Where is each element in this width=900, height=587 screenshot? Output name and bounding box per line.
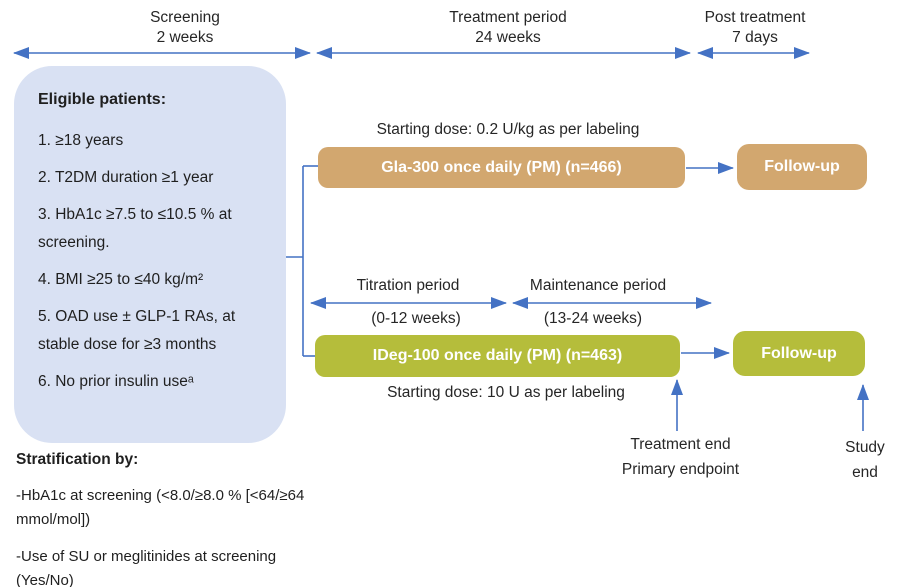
ideg100-arm-label: IDeg-100 once daily (PM) (n=463) (372, 347, 623, 364)
post-treatment-period-duration: 7 days (732, 29, 778, 46)
screening-period-label: Screening 2 weeks (110, 8, 260, 48)
post-treatment-period-label: Post treatment 7 days (680, 8, 830, 48)
treatment-period-duration: 24 weeks (475, 29, 541, 46)
gla300-followup-label: Follow-up (764, 158, 840, 175)
stratification-title: Stratification by: (16, 451, 139, 468)
treatment-period-name: Treatment period (449, 9, 567, 26)
ideg100-followup-box: Follow-up (733, 331, 865, 376)
stratification-section: Stratification by: -HbA1c at screening (… (16, 448, 361, 587)
treatment-end-line2: Primary endpoint (621, 461, 740, 478)
gla300-followup-box: Follow-up (737, 144, 867, 190)
post-treatment-period-name: Post treatment (704, 9, 806, 26)
eligible-patients-box: Eligible patients: 1. ≥18 years 2. T2DM … (14, 66, 286, 443)
ideg100-starting-dose-text: Starting dose: 10 U as per labeling (387, 384, 625, 401)
treatment-end-line1: Treatment end (630, 436, 731, 453)
titration-period-label: Titration period (356, 277, 460, 294)
eligibility-criterion-5: 5. OAD use ± GLP-1 RAs, at stable dose f… (38, 308, 236, 353)
titration-period-range: (0-12 weeks) (371, 310, 461, 327)
screening-period-name: Screening (150, 9, 220, 26)
study-end-line2: end (852, 464, 878, 481)
stratification-item-hba1c: -HbA1c at screening (<8.0/≥8.0 % [<64/≥6… (16, 487, 305, 528)
eligibility-criterion-2: 2. T2DM duration ≥1 year (38, 169, 214, 186)
maintenance-period-label: Maintenance period (529, 277, 667, 294)
screening-period-duration: 2 weeks (156, 29, 214, 46)
maintenance-period-range: (13-24 weeks) (543, 310, 643, 327)
treatment-period-label: Treatment period 24 weeks (423, 8, 593, 48)
eligibility-criterion-3: 3. HbA1c ≥7.5 to ≤10.5 % at screening. (38, 206, 232, 251)
eligibility-criterion-6: 6. No prior insulin useᵃ (38, 373, 194, 390)
study-end-annotation: Study end (826, 435, 900, 485)
eligibility-criterion-1: 1. ≥18 years (38, 132, 124, 149)
eligible-patients-title: Eligible patients: (38, 91, 167, 108)
gla300-starting-dose-text: Starting dose: 0.2 U/kg as per labeling (376, 121, 640, 138)
eligibility-criterion-4: 4. BMI ≥25 to ≤40 kg/m² (38, 271, 204, 288)
gla300-arm-label: Gla-300 once daily (PM) (n=466) (381, 158, 622, 176)
ideg100-followup-label: Follow-up (761, 344, 837, 362)
ideg100-arm-box: IDeg-100 once daily (PM) (n=463) (315, 335, 680, 377)
treatment-end-annotation: Treatment end Primary endpoint (588, 432, 773, 482)
gla300-arm-box: Gla-300 once daily (PM) (n=466) (318, 147, 685, 188)
study-end-line1: Study (845, 439, 885, 456)
stratification-item-su: -Use of SU or meglitinides at screening … (16, 548, 277, 587)
